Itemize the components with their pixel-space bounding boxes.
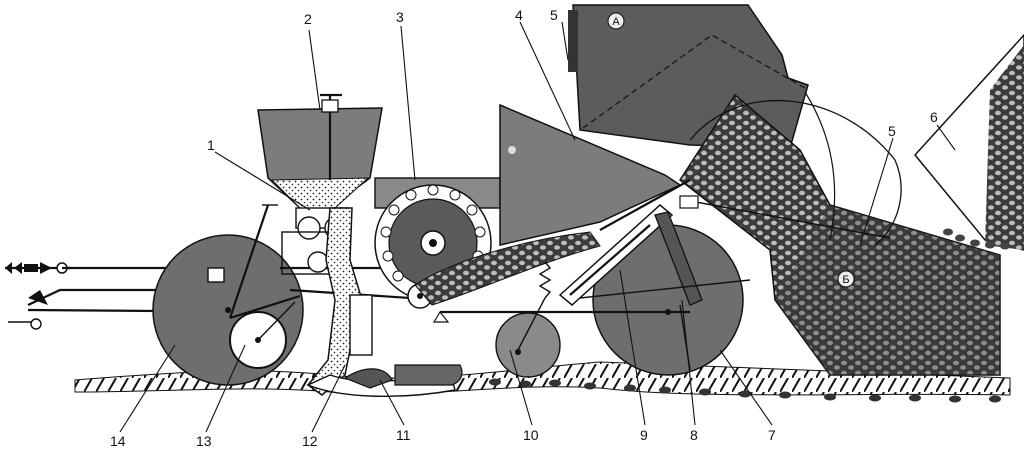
gauge-wheel — [432, 261, 561, 378]
drive-wheel — [229, 301, 296, 369]
callout-11: 11 — [396, 427, 411, 443]
callout-3: 3 — [396, 9, 404, 25]
callout-7: 7 — [768, 427, 776, 443]
zone-marker-a: А — [612, 16, 620, 28]
supply-cart — [914, 33, 1024, 251]
callout-1: 1 — [207, 137, 215, 153]
callout-5-right: 5 — [888, 123, 896, 139]
callout-2: 2 — [304, 11, 312, 27]
callout-5-top: 5 — [550, 7, 558, 23]
fertilizer-hopper — [257, 93, 383, 209]
callout-14: 14 — [110, 433, 126, 449]
covering-disc — [343, 364, 463, 389]
callout-13: 13 — [196, 433, 212, 449]
callout-10: 10 — [523, 427, 539, 443]
leader-lines — [119, 21, 956, 433]
tuber-stream — [414, 231, 601, 306]
callout-4: 4 — [515, 7, 523, 23]
support-wheel — [152, 234, 304, 386]
tuber-bin — [499, 103, 682, 246]
callout-9: 9 — [640, 427, 648, 443]
callout-6: 6 — [930, 109, 938, 125]
zone-marker-b: Б — [842, 274, 849, 286]
callout-12: 12 — [302, 433, 318, 449]
hydraulic-cylinders — [440, 204, 751, 371]
soil-ground — [74, 361, 1011, 403]
conveyor-arm — [599, 179, 891, 239]
callout-labels: 1 2 3 4 5 5 6 7 8 9 10 11 12 13 14 — [110, 7, 938, 449]
lower-bunker: Б — [678, 91, 1001, 376]
callout-8: 8 — [690, 427, 698, 443]
